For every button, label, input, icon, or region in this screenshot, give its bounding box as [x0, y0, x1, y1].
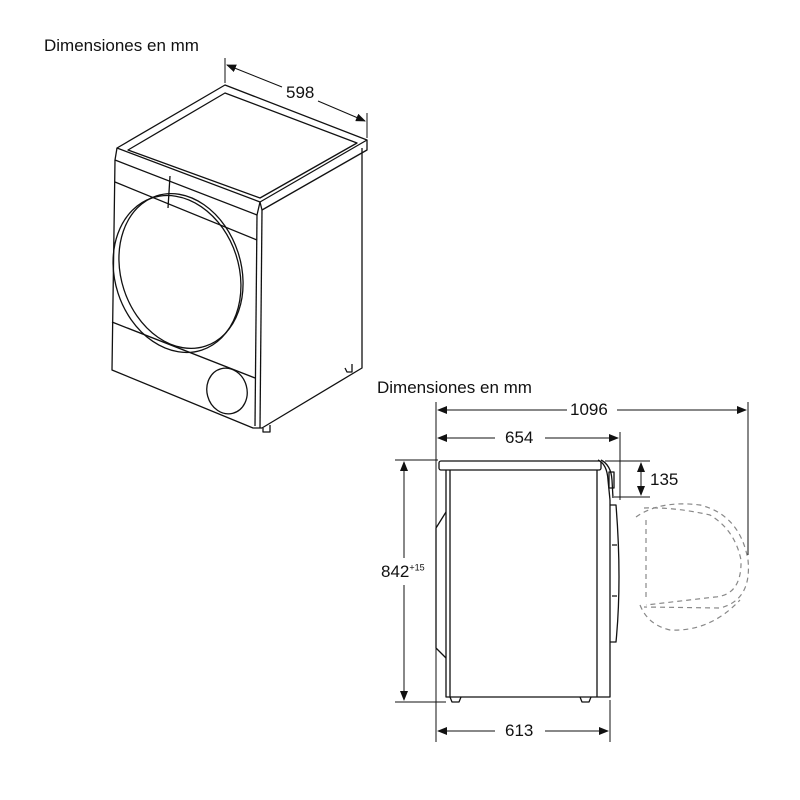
side-dimensions [395, 402, 749, 742]
body-depth-label: 613 [502, 721, 537, 741]
depth-open-label: 1096 [567, 400, 611, 420]
iso-title: Dimensiones en mm [44, 36, 199, 55]
height-label: 842+15 [378, 562, 428, 582]
top-offset-label: 135 [647, 470, 682, 490]
depth-door-label: 654 [502, 428, 537, 448]
width-dimension [224, 58, 368, 138]
open-door-outline [635, 503, 750, 631]
height-tolerance: +15 [409, 562, 425, 573]
width-label: 598 [283, 83, 318, 103]
height-value: 842 [381, 562, 410, 581]
side-title: Dimensiones en mm [377, 378, 532, 397]
side-dryer [435, 459, 620, 703]
isometric-dryer [111, 84, 368, 433]
